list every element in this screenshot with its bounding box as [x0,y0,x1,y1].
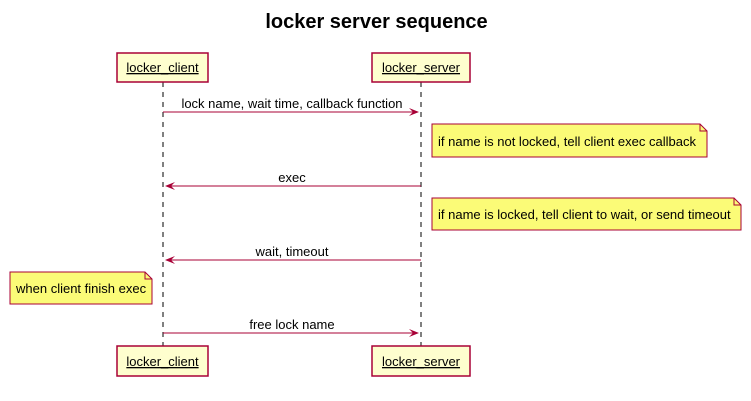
message-exec-label: exec [278,170,306,185]
participant-client-top-box [116,52,209,83]
note-not-locked-box [431,123,708,158]
participant-client-top-label: locker_client [126,60,199,75]
message-lock-request-label: lock name, wait time, callback function [181,96,402,111]
participant-server-bottom[interactable]: locker_server [371,345,471,377]
participant-client-bottom-box [116,345,209,377]
note-locked-fold [733,198,741,206]
note-client-finish-box [9,271,153,305]
participant-client-bottom[interactable]: locker_client [116,345,209,377]
note-locked-box [431,197,742,231]
message-free-lock-arrowhead [409,329,419,337]
participant-server-top[interactable]: locker_server [371,52,471,83]
participant-server-bottom-box [371,345,471,377]
message-wait-timeout-arrowhead [165,256,175,264]
message-exec: exec [165,170,421,190]
participant-server-top-label: locker_server [382,60,461,75]
message-free-lock-label: free lock name [249,317,334,332]
note-not-locked-label: if name is not locked, tell client exec … [438,134,696,149]
message-wait-timeout: wait, timeout [165,244,421,264]
note-client-finish: when client finish exec [9,271,153,305]
note-not-locked: if name is not locked, tell client exec … [431,123,708,158]
note-not-locked-fold [699,124,707,132]
participant-server-top-box [371,52,471,83]
diagram-title: locker server sequence [265,11,487,33]
message-lock-request: lock name, wait time, callback function [163,96,419,116]
message-free-lock: free lock name [163,317,419,337]
note-locked: if name is locked, tell client to wait, … [431,197,742,231]
note-client-finish-fold [144,272,152,280]
note-client-finish-label: when client finish exec [15,281,147,296]
note-locked-label: if name is locked, tell client to wait, … [438,207,731,222]
message-wait-timeout-label: wait, timeout [255,244,329,259]
participant-server-bottom-label: locker_server [382,354,461,369]
participant-client-top[interactable]: locker_client [116,52,209,83]
message-exec-arrowhead [165,182,175,190]
participant-client-bottom-label: locker_client [126,354,199,369]
message-lock-request-arrowhead [409,108,419,116]
